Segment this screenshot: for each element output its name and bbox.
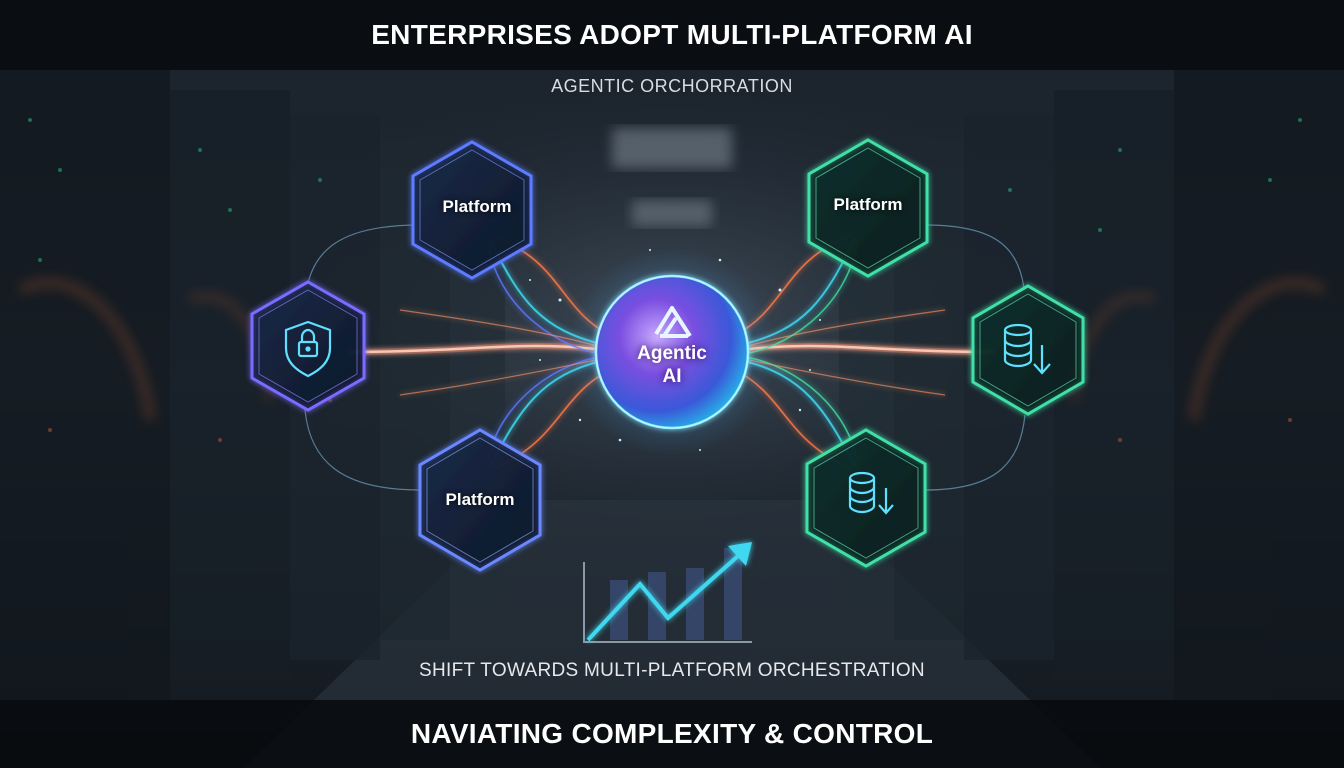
footer-banner: NAVIATING COMPLEXITY & CONTROL: [0, 700, 1344, 768]
growth-chart-icon: [583, 542, 752, 643]
hub-label-line1: Agentic: [637, 343, 707, 364]
agentic-ai-hub[interactable]: [567, 247, 777, 457]
platform-node-top-right[interactable]: [807, 138, 929, 278]
header-banner: ENTERPRISES ADOPT MULTI-PLATFORM AI: [0, 0, 1344, 70]
page-subtitle: AGENTIC ORCHORRATION: [551, 76, 793, 96]
platform-node-bottom-left[interactable]: [418, 428, 542, 572]
platform-node-top-left[interactable]: [411, 140, 533, 280]
server-racks-left: [0, 70, 505, 700]
ceiling-light: [612, 128, 732, 168]
ceiling-light: [632, 200, 712, 226]
database-download-icon: [1003, 323, 1051, 375]
page-title: ENTERPRISES ADOPT MULTI-PLATFORM AI: [371, 19, 973, 50]
server-racks-right: [839, 70, 1344, 700]
shield-lock-icon: [284, 320, 332, 378]
platform-label-top-left: Platform: [442, 197, 512, 216]
agentic-logo-icon: [654, 306, 692, 338]
platform-label-top-right: Platform: [833, 195, 903, 214]
hub-label: Agentic AI: [600, 342, 744, 388]
footer-title: NAVIATING COMPLEXITY & CONTROL: [410, 718, 934, 749]
data-node-bottom-right[interactable]: [805, 428, 927, 568]
hub-label-line2: AI: [662, 366, 682, 387]
data-node-right[interactable]: [971, 284, 1085, 416]
connector-arcs: [304, 224, 1026, 491]
platform-label-bottom-left: Platform: [445, 490, 515, 509]
database-download-icon: [848, 471, 894, 515]
trend-caption: SHIFT TOWARDS MULTI-PLATFORM ORCHESTRATI…: [419, 660, 925, 681]
security-node[interactable]: [250, 280, 366, 412]
